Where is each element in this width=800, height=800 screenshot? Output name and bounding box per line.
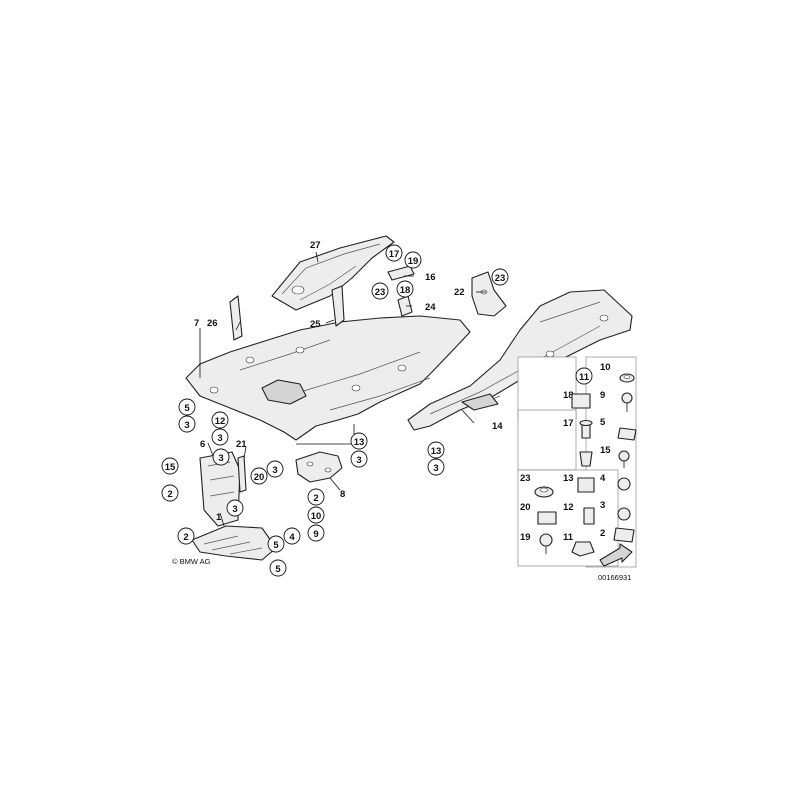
callout-2b: 2 — [313, 493, 318, 504]
callout-12: 12 — [215, 416, 226, 427]
callout-3g: 3 — [272, 465, 277, 476]
callout-18: 18 — [400, 285, 411, 296]
grid-label-3: 3 — [600, 500, 605, 511]
callout-23b: 23 — [495, 273, 506, 284]
callout-15: 15 — [165, 462, 176, 473]
part-26-bracket — [229, 295, 243, 341]
callout-3a: 3 — [184, 420, 189, 431]
grid-label-4: 4 — [600, 473, 606, 484]
callout-9: 9 — [313, 529, 318, 540]
hardware-grid: 11 10 18 9 5 17 15 4 13 3 23 20 12 2 19 … — [517, 356, 637, 582]
square-nut-icon — [577, 477, 595, 493]
callout-3b: 3 — [217, 433, 222, 444]
speed-nut-icon — [613, 527, 635, 543]
grid-label-13: 13 — [563, 473, 574, 484]
grid-label-18: 18 — [563, 390, 574, 401]
self-tap-screw-icon — [617, 507, 631, 521]
callout-13a: 13 — [354, 437, 365, 448]
callout-26: 26 — [207, 318, 218, 329]
callout-8: 8 — [340, 489, 345, 500]
callout-24: 24 — [425, 302, 436, 313]
callout-2c: 2 — [183, 532, 188, 543]
callout-19: 19 — [408, 256, 419, 267]
callout-17: 17 — [389, 249, 400, 260]
grid-label-23: 23 — [520, 473, 531, 484]
callout-23a: 23 — [375, 287, 386, 298]
part-7-front-underbody-panel — [185, 315, 471, 441]
callout-4: 4 — [289, 532, 295, 543]
callout-20: 20 — [254, 472, 265, 483]
grid-label-11: 11 — [563, 532, 574, 543]
callout-13b: 13 — [431, 446, 442, 457]
retainer-clip-icon — [537, 511, 557, 525]
callout-2a: 2 — [167, 489, 172, 500]
callout-5c: 5 — [275, 564, 281, 575]
copyright-text: © BMW AG — [172, 557, 211, 566]
push-rivet-icon — [583, 507, 595, 525]
callout-7: 7 — [194, 318, 199, 329]
callout-22: 22 — [454, 287, 465, 298]
part-21-strut — [237, 455, 247, 493]
grid-label-5: 5 — [600, 417, 606, 428]
spring-nut-icon — [617, 427, 637, 441]
grid-label-19: 19 — [520, 532, 531, 543]
callout-21: 21 — [236, 439, 247, 450]
fillister-screw-icon — [539, 533, 553, 554]
rivet-nut-icon — [579, 451, 593, 467]
callout-5b: 5 — [273, 540, 279, 551]
callout-3h: 3 — [232, 504, 237, 515]
grid-label-2: 2 — [600, 528, 605, 539]
grommet-icon — [534, 486, 554, 498]
callout-1: 1 — [216, 512, 222, 523]
part-8-cover-plate — [295, 451, 343, 483]
grid-label-12: 12 — [563, 502, 574, 513]
hex-nut-icon — [571, 541, 595, 557]
callout-14: 14 — [492, 421, 503, 432]
hex-screw-icon — [617, 477, 631, 491]
grid-label-10: 10 — [600, 362, 611, 373]
callout-3d: 3 — [433, 463, 438, 474]
callout-16: 16 — [425, 272, 436, 283]
callout-25: 25 — [310, 319, 321, 330]
expansion-rivet-icon — [579, 419, 593, 439]
part-25-strut — [331, 285, 345, 327]
clip-icon — [571, 393, 591, 409]
callout-3c: 3 — [356, 455, 361, 466]
part-16-holder — [387, 265, 415, 317]
grid-label-11-top: 11 — [579, 372, 590, 383]
image-number: 00166931 — [598, 573, 631, 582]
callout-6: 6 — [200, 439, 205, 450]
grid-label-20: 20 — [520, 502, 531, 513]
callout-3f: 3 — [218, 453, 223, 464]
callout-labels: 27 7 26 25 16 24 22 14 6 21 8 1 — [194, 240, 503, 523]
clip-nut-icon — [619, 373, 635, 383]
grid-label-15: 15 — [600, 445, 611, 456]
callout-5a: 5 — [184, 403, 190, 414]
grid-label-17: 17 — [563, 418, 574, 429]
callout-27: 27 — [310, 240, 321, 251]
part-1-front-guard — [191, 525, 277, 561]
direction-arrow-icon — [599, 543, 633, 567]
part-27-upper-shield — [271, 235, 395, 311]
screw-icon — [621, 392, 633, 412]
grid-label-9: 9 — [600, 390, 605, 401]
screw-washer-icon — [618, 450, 630, 468]
callout-10: 10 — [311, 511, 322, 522]
leader-lines — [199, 251, 486, 527]
